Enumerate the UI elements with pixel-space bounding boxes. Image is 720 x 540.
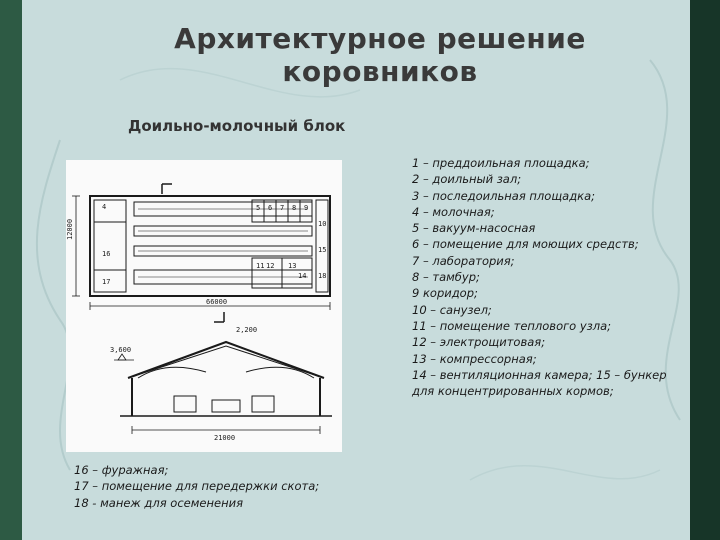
title-line-1: Архитектурное решение (174, 22, 586, 55)
section-roof (127, 340, 325, 379)
room-label: 6 (268, 204, 273, 212)
legend-list-right: 1 – преддоильная площадка; 2 – доильный … (412, 155, 687, 399)
room-label: 11 (256, 262, 265, 270)
legend-item: 14 – вентиляционная камера; 15 – бункер … (412, 367, 667, 399)
legend-item: 7 – лаборатория; (412, 253, 515, 268)
plan-room-block-upper (251, 199, 313, 223)
legend-item: 1 – преддоильная площадка; (412, 156, 590, 170)
plan-outer-wall (89, 195, 331, 297)
legend-item: 16 – фуражная; (74, 463, 169, 477)
dimension-roof-height: 3,600 (110, 346, 132, 354)
room-label: 4 (102, 203, 107, 211)
plan-stall-row-2 (133, 225, 313, 237)
architectural-drawing: 4 5 6 7 8 9 10 11 12 13 14 15 16 17 18 6… (66, 160, 342, 452)
room-label: 13 (288, 262, 297, 270)
room-label: 14 (298, 272, 307, 280)
plan-right-rooms (315, 199, 329, 293)
legend-item: 12 – электрощитовая; (412, 335, 546, 350)
room-label: 15 (318, 246, 327, 254)
subtitle: Доильно-молочный блок (128, 117, 346, 135)
legend-item: 5 – вакуум-насосная (412, 221, 536, 236)
legend-item: 18 - манеж для осеменения (74, 495, 243, 510)
legend-list-bottom: 16 – фуражная; 17 – помещение для переде… (74, 462, 414, 511)
legend-item: 6 – помещение для моющих средств; (412, 237, 639, 252)
room-label: 5 (256, 204, 261, 212)
dimension-plan-width: 12000 (66, 218, 74, 240)
plan-stall-row-3 (133, 245, 313, 257)
room-label: 16 (102, 250, 111, 258)
right-decor-band (690, 0, 720, 540)
dimension-height-mark: 2,200 (236, 326, 258, 334)
left-decor-band (0, 0, 22, 540)
room-label: 10 (318, 220, 327, 228)
room-label: 7 (280, 204, 285, 212)
dimension-plan-length: 66000 (206, 298, 228, 306)
room-label: 17 (102, 278, 111, 286)
legend-item: 10 – санузел; (412, 302, 492, 317)
legend-item: 11 – помещение теплового узла; (412, 318, 612, 333)
room-label: 12 (266, 262, 275, 270)
title-line-2: коровников (282, 55, 478, 88)
page-title: Архитектурное решение коровников (150, 22, 610, 88)
legend-item: 9 коридор; (412, 286, 478, 301)
legend-item: 13 – компрессорная; (412, 351, 537, 366)
legend-item: 3 – последоильная площадка; (412, 188, 596, 203)
dimension-section-width: 21000 (214, 434, 236, 442)
legend-item: 2 – доильный зал; (412, 172, 522, 187)
room-label: 9 (304, 204, 309, 212)
floor-plan-and-section (72, 183, 332, 434)
legend-item: 17 – помещение для передержки скота; (74, 479, 320, 494)
legend-item: 8 – тамбур; (412, 270, 480, 285)
room-label: 8 (292, 204, 297, 212)
legend-item: 4 – молочная; (412, 204, 495, 219)
room-label: 18 (318, 272, 327, 280)
plan-left-block (93, 199, 127, 293)
